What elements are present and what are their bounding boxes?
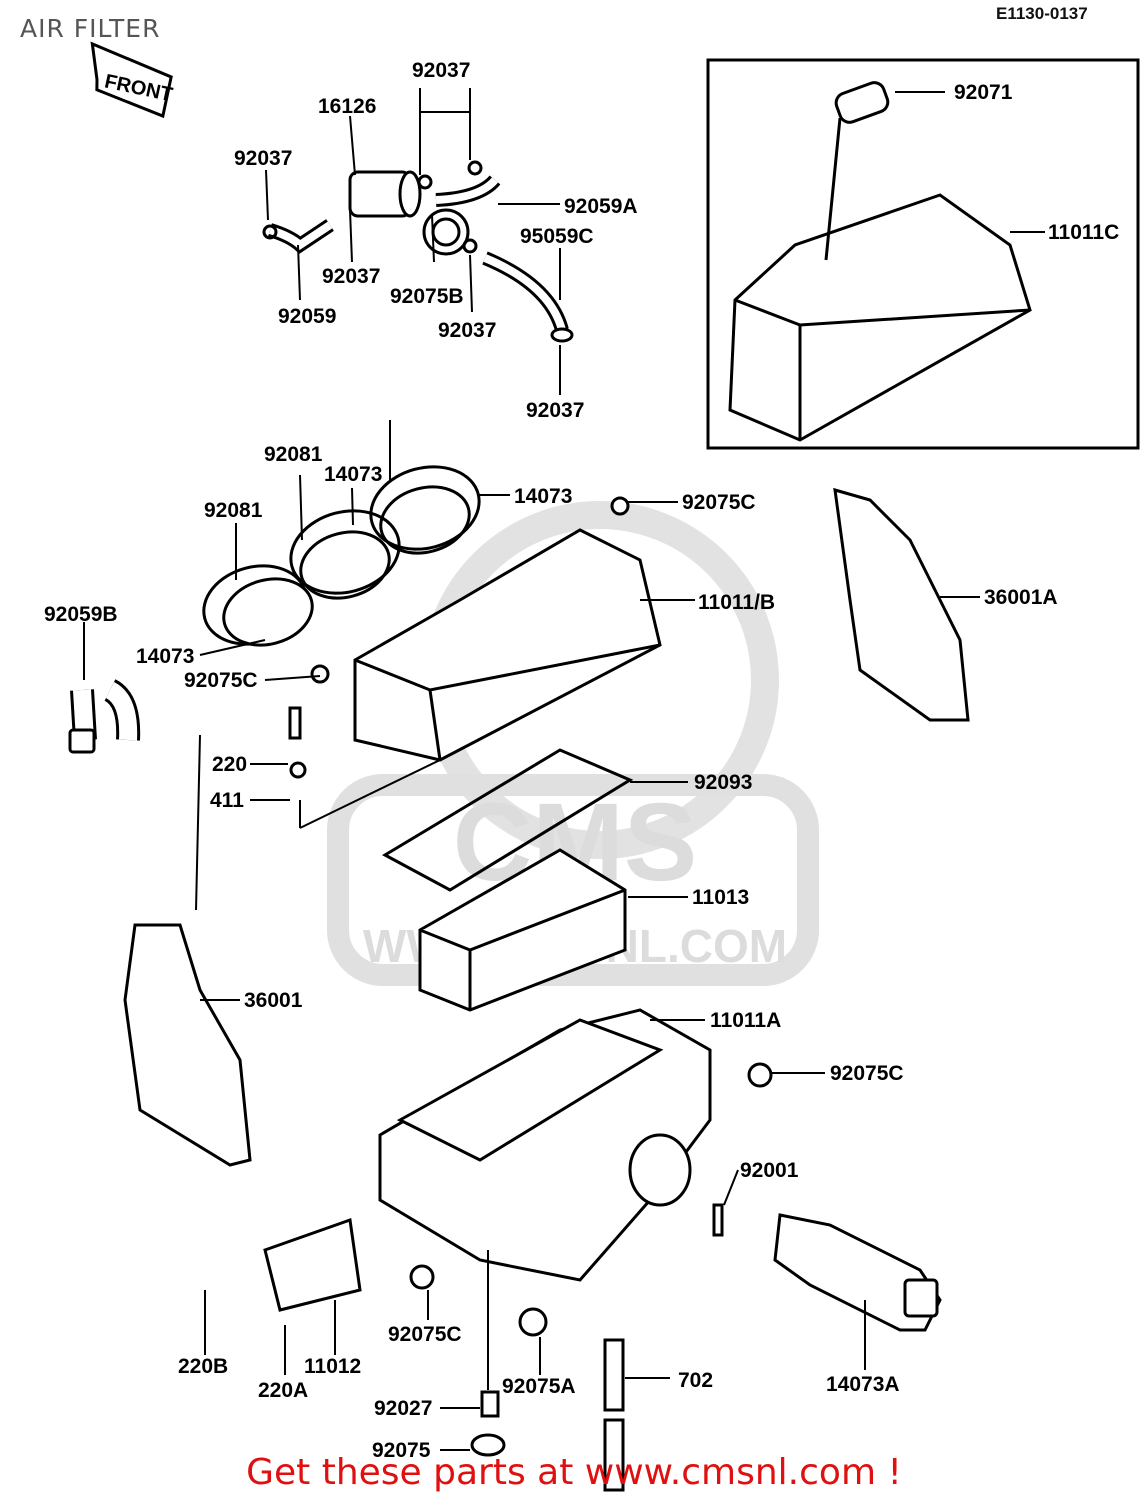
breather-hose-assembly — [262, 160, 574, 343]
callout-92075C-left: 92075C — [184, 669, 258, 692]
callout-702: 702 — [678, 1369, 714, 1392]
variant-frame — [706, 58, 1140, 450]
callout-92075B: 92075B — [390, 285, 464, 308]
intake-seals — [202, 465, 481, 647]
diagram-code: E1130-0137 — [996, 4, 1088, 23]
callout-11011A: 11011A — [710, 1009, 782, 1032]
callout-92075: 92075 — [372, 1439, 431, 1462]
upper-case — [310, 496, 662, 762]
callout-36001A: 36001A — [984, 586, 1058, 609]
callout-11012: 11012 — [304, 1355, 362, 1378]
callout-11013: 11013 — [692, 886, 750, 909]
lower-case — [263, 1008, 712, 1312]
callout-92037-left: 92037 — [234, 147, 293, 170]
callout-92081-a: 92081 — [264, 443, 323, 466]
callout-92001: 92001 — [740, 1159, 799, 1182]
callout-411: 411 — [210, 789, 244, 812]
callout-36001: 36001 — [244, 989, 303, 1012]
elbow-hose — [68, 679, 141, 754]
promo-link[interactable]: Get these parts at www.cmsnl.com ! — [246, 1452, 902, 1493]
callout-92037-top: 92037 — [412, 59, 471, 82]
callout-92075C-bottom: 92075C — [388, 1323, 462, 1346]
callout-14073-b: 14073 — [514, 485, 573, 508]
callout-14073A: 14073A — [826, 1373, 900, 1396]
callout-92059B: 92059B — [44, 603, 118, 626]
callout-220B: 220B — [178, 1355, 229, 1378]
callout-92037-right: 92037 — [438, 319, 497, 342]
callout-11011B: 11011/B — [698, 591, 776, 614]
callout-92081-b: 92081 — [204, 499, 263, 522]
leader-lines — [83, 88, 1045, 1451]
page-title: AIR FILTER — [20, 14, 161, 43]
intake-duct — [773, 1213, 942, 1332]
callout-14073-c: 14073 — [136, 645, 195, 668]
callout-92075A: 92075A — [502, 1375, 576, 1398]
callout-92075C-right: 92075C — [830, 1062, 904, 1085]
callout-92093: 92093 — [694, 771, 753, 794]
callout-92075C-top: 92075C — [682, 491, 756, 514]
callout-92071: 92071 — [954, 81, 1013, 104]
side-covers — [123, 487, 970, 1167]
callout-16126: 16126 — [318, 95, 377, 118]
callout-11011C: 11011C — [1048, 221, 1120, 244]
callout-220A: 220A — [258, 1379, 309, 1402]
callout-92037-mid: 92037 — [322, 265, 381, 288]
callout-14073-a: 14073 — [324, 463, 383, 486]
callout-92059A: 92059A — [564, 195, 638, 218]
callout-92037-low: 92037 — [526, 399, 585, 422]
callout-92027: 92027 — [374, 1397, 433, 1420]
callout-92059: 92059 — [278, 305, 337, 328]
upper-case-variant — [728, 81, 1032, 442]
front-arrow-marker: FRONT — [90, 41, 174, 119]
callout-95059C: 95059C — [520, 225, 594, 248]
callout-220: 220 — [212, 753, 248, 776]
hardware — [288, 706, 773, 1492]
filter-element — [381, 748, 634, 1012]
